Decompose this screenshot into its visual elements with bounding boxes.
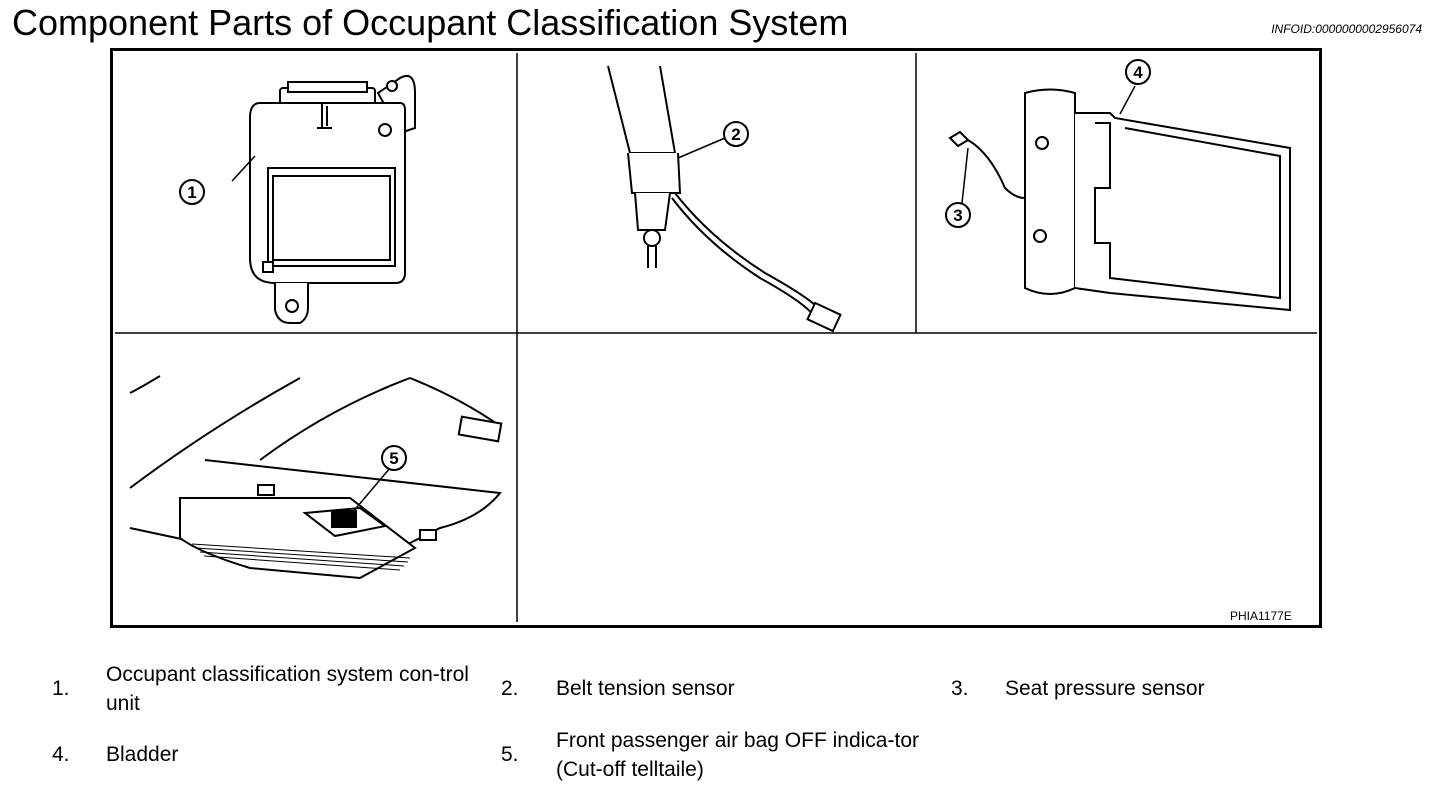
svg-text:5: 5 <box>389 449 398 468</box>
legend-label: Occupant classification system con-trol … <box>106 663 469 715</box>
bladder-drawing <box>948 85 1291 312</box>
legend-label: Front passenger air bag OFF indica-tor (… <box>556 729 919 781</box>
control-unit-drawing <box>231 74 416 324</box>
callout-3: 3 <box>945 202 971 228</box>
legend-label: Belt tension sensor <box>556 677 735 700</box>
legend-label: Seat pressure sensor <box>1005 677 1205 700</box>
svg-text:1: 1 <box>187 183 196 202</box>
legend-number: 1. <box>52 677 70 700</box>
svg-text:2: 2 <box>731 125 740 144</box>
overhead-console-drawing <box>129 375 503 580</box>
svg-text:3: 3 <box>953 206 962 225</box>
legend-number: 3. <box>951 677 969 700</box>
belt-tension-sensor-drawing <box>607 65 842 333</box>
callout-4: 4 <box>1125 59 1151 85</box>
legend-number: 5. <box>501 743 519 766</box>
callout-5: 5 <box>381 445 407 471</box>
callout-1: 1 <box>179 179 205 205</box>
page-title: Component Parts of Occupant Classificati… <box>12 2 849 43</box>
svg-text:4: 4 <box>1133 63 1143 82</box>
figure-id: PHIA1177E <box>1230 609 1292 623</box>
legend-number: 4. <box>52 743 70 766</box>
component-figure: 1 2 <box>110 48 1322 628</box>
info-id: INFOID:0000000002956074 <box>1271 22 1422 36</box>
legend-number: 2. <box>501 677 519 700</box>
callout-2: 2 <box>723 121 749 147</box>
legend-label: Bladder <box>106 743 179 766</box>
